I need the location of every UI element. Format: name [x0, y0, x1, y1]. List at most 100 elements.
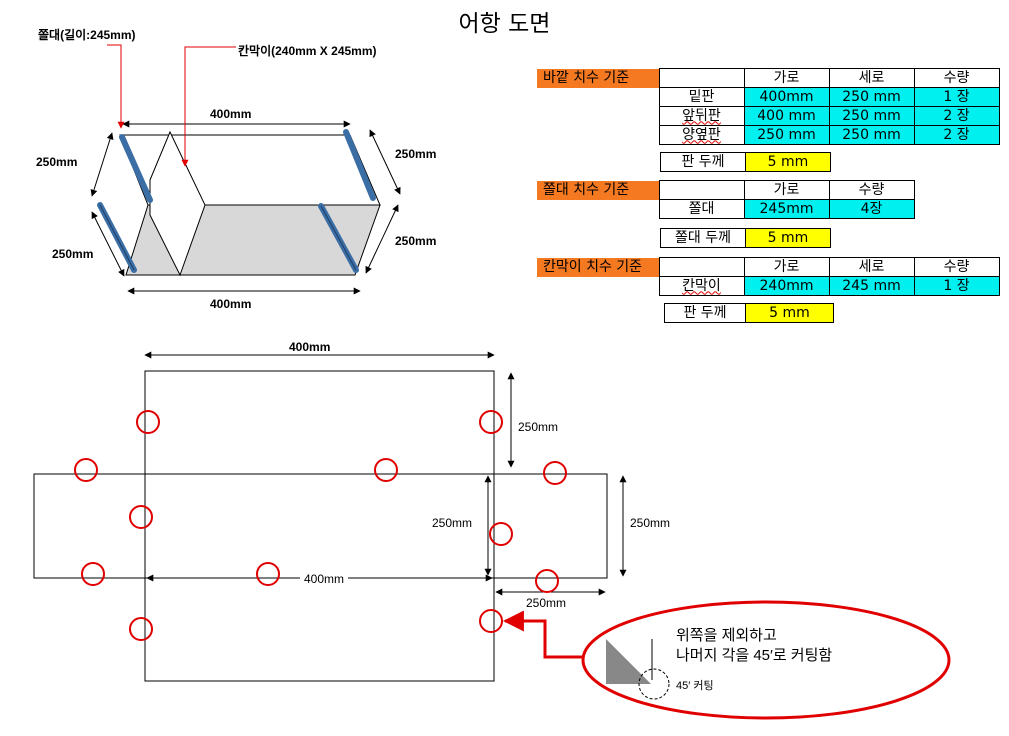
divider-dimension-table: 칸막이 치수 기준 가로 세로 수량 칸막이 240mm 245 mm 1 장: [537, 257, 1000, 296]
net-right-panel: [493, 473, 608, 579]
table-row: 앞뒤판 400 mm 250 mm 2 장: [537, 106, 1000, 126]
header-width: 가로: [743, 180, 830, 200]
net-dim-center-height-label: 250mm: [432, 516, 473, 530]
row-height: 250 mm: [828, 125, 915, 145]
row-name: 앞뒤판: [658, 106, 745, 126]
edge-marker-circle: [74, 458, 98, 482]
row-width: 240mm: [743, 276, 830, 296]
rod-2: [343, 129, 376, 201]
header-height: 세로: [828, 68, 915, 88]
divider-thickness-row: 판 두께 5 mm: [664, 303, 834, 323]
thickness-label: 쫄대 두께: [660, 228, 746, 248]
callout-divider-arrow: [181, 46, 236, 167]
thickness-value: 5 mm: [745, 303, 834, 323]
edge-marker-circle: [129, 617, 153, 641]
callout-rod-label: 쫄대(길이:245mm): [38, 28, 136, 42]
row-width: 400 mm: [743, 106, 830, 126]
rod-4-outline: [320, 205, 357, 271]
dim-top-label: 400mm: [210, 107, 252, 121]
net-dim-center-width-label: 400mm: [300, 572, 349, 586]
note-pointer-arrow: [502, 610, 583, 659]
row-qty: 2 장: [913, 106, 1000, 126]
header-width: 가로: [743, 68, 830, 88]
header-qty: 수량: [913, 68, 1000, 88]
edge-marker-circle: [136, 410, 160, 434]
table-row: 쫄대 245mm 4장: [537, 199, 915, 219]
row-name: 밑판: [658, 87, 745, 107]
header-qty: 수량: [913, 257, 1000, 277]
outer-dimension-table: 바깥 치수 기준 가로 세로 수량 밑판 400mm 250 mm 1 장 앞뒤…: [537, 68, 1000, 145]
row-height: 250 mm: [828, 87, 915, 107]
net-left-panel: [33, 473, 146, 579]
page-title: 어항 도면: [458, 11, 551, 37]
net-front-panel: [144, 577, 495, 682]
row-qty: 1 장: [913, 87, 1000, 107]
dim-left-lower-label: 250mm: [52, 247, 94, 261]
cut-note-callout: [581, 600, 951, 720]
dim-bottom-label: 400mm: [210, 297, 252, 311]
table-row: 양옆판 250 mm 250 mm 2 장: [537, 125, 1000, 145]
net-dim-right-width-label: 250mm: [526, 596, 567, 610]
rod-thickness-row: 쫄대 두께 5 mm: [660, 228, 831, 248]
header-width: 가로: [743, 257, 830, 277]
rod-1: [119, 134, 153, 203]
edge-marker-circle: [543, 461, 567, 485]
net-dim-right-height-label: 250mm: [630, 516, 671, 530]
note-line-1: 위쪽을 제외하고: [676, 627, 777, 644]
divider-panel: [149, 130, 206, 277]
divider-table-title: 칸막이 치수 기준: [537, 257, 659, 277]
edge-marker-circle: [374, 458, 398, 482]
box-3d-drawing: [90, 44, 401, 295]
thickness-value: 5 mm: [745, 228, 831, 248]
table-row: 밑판 400mm 250 mm 1 장: [537, 87, 1000, 107]
row-width: 245mm: [743, 199, 830, 219]
edge-marker-circle: [489, 522, 513, 546]
edge-marker-circle: [535, 569, 559, 593]
row-width: 250 mm: [743, 125, 830, 145]
row-name: 칸막이: [658, 276, 745, 296]
row-width: 400mm: [743, 87, 830, 107]
thickness-label: 판 두께: [660, 152, 746, 172]
dim-left-upper-line: [90, 132, 114, 197]
net-dim-right-upper-label: 250mm: [518, 420, 559, 434]
net-drawing: [33, 351, 627, 682]
thickness-label: 판 두께: [664, 303, 746, 323]
table-row: 칸막이 240mm 245 mm 1 장: [537, 276, 1000, 296]
note-small-label: 45′ 커팅: [676, 680, 714, 692]
rod-dimension-table: 쫄대 치수 기준 가로 수량 쫄대 245mm 4장: [537, 180, 915, 219]
row-height: 245 mm: [828, 276, 915, 296]
header-qty: 수량: [828, 180, 915, 200]
row-qty: 4장: [828, 199, 915, 219]
dim-right-upper-line: [369, 129, 401, 195]
edge-marker-circle: [129, 505, 153, 529]
dim-right-lower-label: 250mm: [395, 234, 437, 248]
bevel-detail-circle: [638, 668, 670, 700]
net-back-panel: [144, 370, 495, 475]
callout-divider-label: 칸막이(240mm X 245mm): [238, 44, 377, 58]
row-qty: 1 장: [913, 276, 1000, 296]
outer-table-title: 바깥 치수 기준: [537, 68, 659, 88]
row-height: 250 mm: [828, 106, 915, 126]
edge-marker-circle: [256, 562, 280, 586]
thickness-value: 5 mm: [745, 152, 831, 172]
row-name: 양옆판: [658, 125, 745, 145]
row-qty: 2 장: [913, 125, 1000, 145]
note-line-2: 나머지 각을 45′로 커팅함: [676, 647, 833, 664]
net-dim-top-label: 400mm: [289, 340, 331, 354]
dim-right-lower-line: [365, 204, 399, 274]
edge-marker-circle: [81, 562, 105, 586]
note-ellipse: [581, 600, 951, 720]
rod-table-title: 쫄대 치수 기준: [537, 180, 659, 200]
edge-marker-circle: [479, 609, 503, 633]
edge-marker-circle: [479, 410, 503, 434]
dim-left-upper-label: 250mm: [36, 155, 78, 169]
bevel-triangle-icon: [606, 639, 651, 684]
note-text: 위쪽을 제외하고 나머지 각을 45′로 커팅함: [676, 626, 832, 666]
callout-rod-arrow: [107, 44, 125, 129]
outer-thickness-row: 판 두께 5 mm: [660, 152, 831, 172]
row-name: 쫄대: [658, 199, 745, 219]
dim-right-upper-label: 250mm: [395, 147, 437, 161]
header-height: 세로: [828, 257, 915, 277]
dim-left-lower-line: [91, 211, 125, 277]
